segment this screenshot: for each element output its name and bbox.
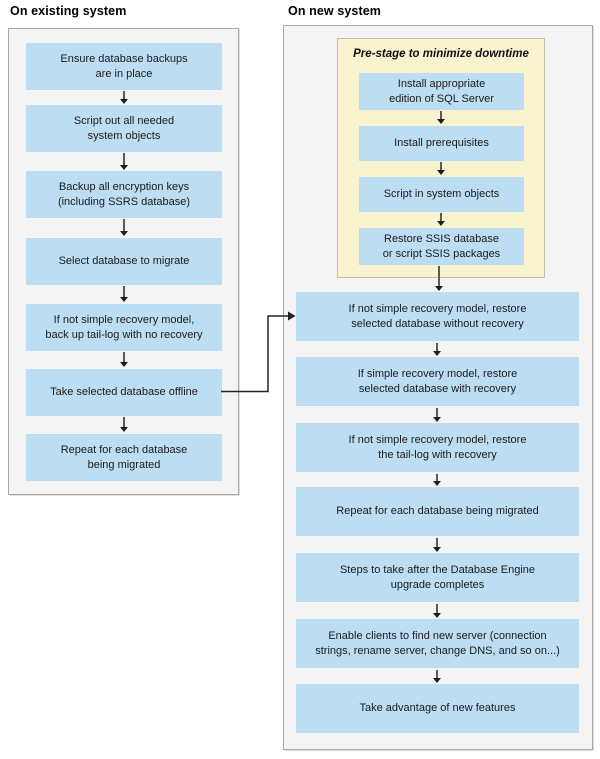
step-backup-taillog: If not simple recovery model, back up ta… (26, 304, 222, 351)
down-arrow-icon (119, 153, 129, 170)
down-arrow-icon (432, 604, 442, 618)
down-arrow-icon (432, 343, 442, 356)
existing-system-panel: Ensure database backups are in place Scr… (8, 28, 239, 495)
step-install-sql-server: Install appropriate edition of SQL Serve… (359, 73, 524, 110)
existing-system-title: On existing system (10, 4, 127, 18)
down-arrow-icon (119, 417, 129, 432)
prestage-title: Pre-stage to minimize downtime (353, 48, 529, 60)
prestage-group: Pre-stage to minimize downtime Install a… (337, 38, 545, 278)
step-select-database: Select database to migrate (26, 238, 222, 285)
step-backup-encryption-keys: Backup all encryption keys (including SS… (26, 171, 222, 218)
step-restore-without-recovery: If not simple recovery model, restore se… (296, 292, 579, 341)
new-system-panel: Pre-stage to minimize downtime Install a… (283, 25, 593, 750)
down-arrow-icon (434, 266, 444, 291)
down-arrow-icon (436, 111, 446, 124)
step-take-offline: Take selected database offline (26, 369, 222, 416)
step-enable-clients: Enable clients to find new server (conne… (296, 619, 579, 668)
down-arrow-icon (436, 213, 446, 226)
down-arrow-icon (432, 408, 442, 422)
step-install-prerequisites: Install prerequisites (359, 126, 524, 161)
step-script-in-objects: Script in system objects (359, 177, 524, 212)
down-arrow-icon (119, 91, 129, 104)
step-take-advantage: Take advantage of new features (296, 684, 579, 733)
down-arrow-icon (119, 352, 129, 367)
down-arrow-icon (119, 219, 129, 236)
step-restore-with-recovery: If simple recovery model, restore select… (296, 357, 579, 406)
down-arrow-icon (432, 670, 442, 683)
new-system-title: On new system (288, 4, 381, 18)
down-arrow-icon (119, 286, 129, 302)
step-ensure-backups: Ensure database backups are in place (26, 43, 222, 90)
down-arrow-icon (436, 162, 446, 175)
step-repeat-each-database: Repeat for each database being migrated (26, 434, 222, 481)
down-arrow-icon (432, 474, 442, 486)
step-post-upgrade-steps: Steps to take after the Database Engine … (296, 553, 579, 602)
step-repeat-each-database-new: Repeat for each database being migrated (296, 487, 579, 536)
step-restore-taillog: If not simple recovery model, restore th… (296, 423, 579, 472)
down-arrow-icon (432, 538, 442, 552)
step-script-out-objects: Script out all needed system objects (26, 105, 222, 152)
step-restore-ssis: Restore SSIS database or script SSIS pac… (359, 228, 524, 265)
